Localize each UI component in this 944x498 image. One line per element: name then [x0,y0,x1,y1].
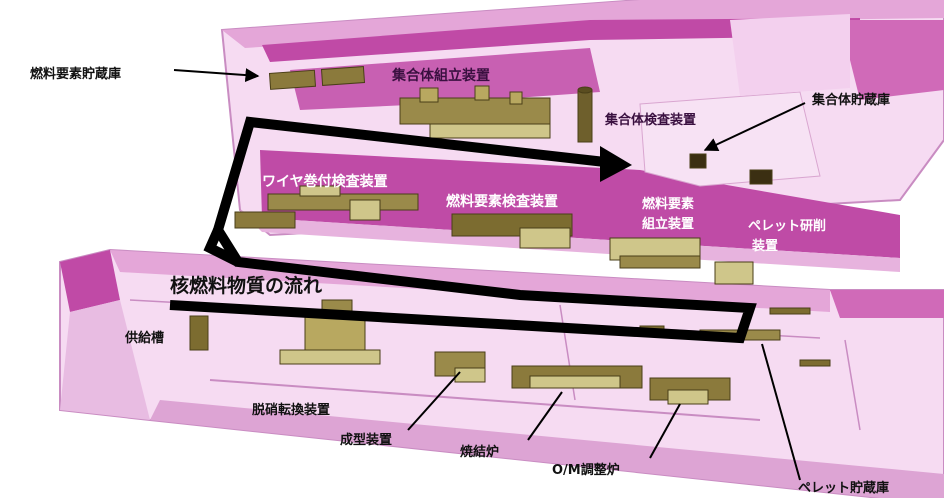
label-fuel-element-inspection: 燃料要素検査装置 [446,193,558,210]
fuel-storage-unit [268,69,317,90]
material-flow-path [169,116,757,344]
upper-wall-mid [260,150,900,258]
label-wire-inspection: ワイヤ巻付検査装置 [262,173,388,190]
label-pellet-storage: ペレット貯蔵庫 [798,480,889,496]
assembly-storage-box [689,153,707,169]
upper-wall-right [840,20,944,100]
assembly-tower [577,89,593,143]
label-assembly-storage: 集合体貯蔵庫 [811,92,890,108]
fuel-storage-unit [320,66,366,86]
label-fuel-element-storage: 燃料要素貯蔵庫 [30,66,121,82]
label-assembly-inspection: 集合体検査装置 [604,112,696,128]
label-pellet-grinding-1: ペレット研削 [748,218,826,234]
label-fuel-element-assembly-1: 燃料要素 [642,196,694,212]
label-fuel-element-assembly-2: 組立装置 [642,216,694,232]
upper-wall-top [262,18,860,62]
label-om-adjust: O/M調整炉 [552,462,620,478]
labels: 燃料要素貯蔵庫 集合体組立装置 集合体貯蔵庫 集合体検査装置 ワイヤ巻付検査装置… [30,66,890,496]
wire-inspection-unit [267,193,419,211]
label-supply-tank: 供給槽 [124,330,164,346]
label-grading-transfer: 脱硝転換装置 [252,402,330,418]
label-flow-title: 核燃料物質の流れ [170,274,322,297]
label-sintering: 焼結炉 [460,444,499,460]
flow-arrowhead [600,146,632,182]
supply-tank-unit [189,315,209,351]
label-forming: 成型装置 [340,432,392,448]
label-pellet-grinding-2: 装置 [751,238,778,254]
leader-lines [173,68,806,481]
pellet-grinder [714,261,754,285]
label-assembly-build: 集合体組立装置 [391,67,490,84]
